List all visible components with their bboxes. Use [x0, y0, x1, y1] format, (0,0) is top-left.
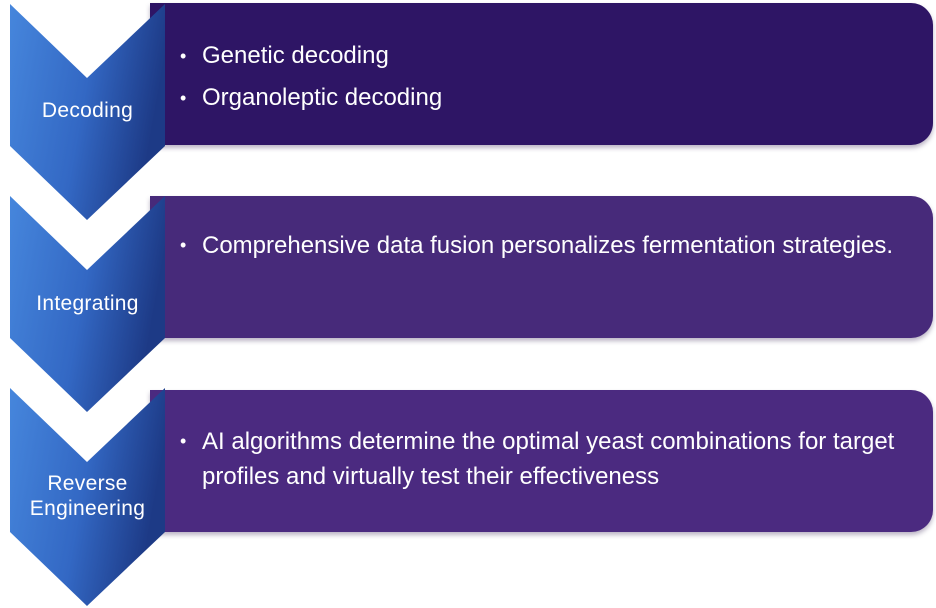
stage-panel-reverse-engineering: AI algorithms determine the optimal yeas…: [150, 390, 933, 532]
stage-label: Integrating: [36, 292, 139, 315]
bullet-item: AI algorithms determine the optimal yeas…: [180, 424, 913, 494]
bullet-item: Genetic decoding: [180, 35, 913, 77]
stage-chevron-reverse-engineering: Reverse Engineering: [10, 388, 165, 606]
stage-label-line: Reverse: [47, 472, 128, 495]
stage-chevron-decoding: Decoding: [10, 4, 165, 220]
stage-label-line: Engineering: [29, 497, 146, 520]
chevron-shape-icon: [10, 4, 165, 220]
chevron-shape-icon: [10, 196, 165, 412]
stage-label: Decoding: [41, 99, 134, 122]
chevron-shape-icon: [10, 388, 165, 606]
bullet-list: Genetic decoding Organoleptic decoding: [180, 35, 913, 119]
bullet-list: AI algorithms determine the optimal yeas…: [180, 424, 913, 494]
stage-chevron-integrating: Integrating: [10, 196, 165, 412]
bullet-list: Comprehensive data fusion personalizes f…: [180, 228, 913, 263]
stage-panel-decoding: Genetic decoding Organoleptic decoding: [150, 3, 933, 145]
bullet-item: Comprehensive data fusion personalizes f…: [180, 228, 913, 263]
stage-panel-integrating: Comprehensive data fusion personalizes f…: [150, 196, 933, 338]
bullet-item: Organoleptic decoding: [180, 77, 913, 119]
stage-label: Reverse Engineering: [10, 471, 165, 521]
